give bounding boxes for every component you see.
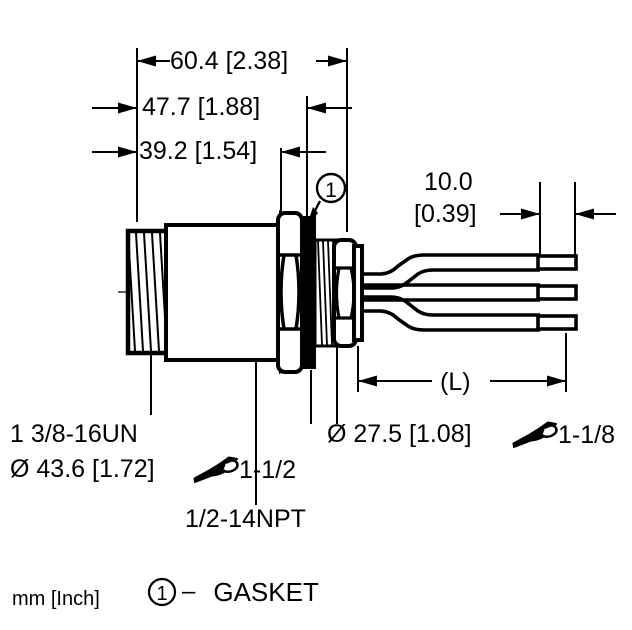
arrowhead-right-39 [281,146,300,158]
dimension-label-overall-length: 60.4 [2.38] [170,47,289,75]
thread-line [317,240,323,346]
thread-line [143,232,152,352]
callout-nut-wrench-size: 1-1/8 [512,419,615,451]
wrench-icon [512,421,558,448]
balloon-gasket-callout[interactable]: 1 [304,172,347,229]
stripped-conductor-tips [536,254,578,331]
legend-gasket-label: GASKET [213,576,319,607]
callout-mounting-thread: 1/2-14NPT [185,505,306,533]
thread-line [151,232,160,352]
arrowhead-right-strip [575,208,594,220]
wire-bot-upper-edge [361,295,540,317]
connector-barrel [164,223,284,362]
dimension-label-front-to-gasket: 47.7 [1.88] [142,93,261,121]
leader-arrowhead-gasket [306,207,318,228]
arrowhead-left-39 [118,146,137,158]
dimension-overall-length [136,48,348,232]
note-leader-lines [150,347,338,505]
balloon-icon: 1 [147,577,177,607]
arrowhead-right-47 [307,102,326,114]
thread-line [322,240,328,346]
callout-nut-wrench-label: 1-1/8 [558,420,615,449]
dimension-lead-length [357,333,567,392]
callout-hex-wrench-size: 1-1/2 [193,454,296,486]
gasket [301,216,316,369]
thread-line [127,232,136,352]
wire-top-lower-edge [361,268,540,290]
dimension-label-front-to-hex-face: 39.2 [1.54] [139,137,258,165]
wire-bot-lower-edge [361,309,540,332]
hex-chamfer-right [294,254,301,330]
dimension-strip-length [500,182,616,262]
conductor-tip-top [536,254,578,271]
hex-nut-small-flange [352,244,364,342]
arrowhead-left-L [358,375,377,387]
hex-chamfer-left [279,254,286,330]
dimension-front-to-hex-face [92,146,326,222]
dimension-label-lead-length: (L) [440,368,471,396]
conductor-tip-bottom [536,314,578,331]
arrowhead-left-strip [521,208,540,220]
callout-nut-diameter: Ø 27.5 [1.08] [327,420,472,448]
dimension-front-to-gasket [92,96,352,222]
arrowhead-right-60 [328,55,347,67]
thread-line [327,240,333,346]
callout-coupling-diameter: Ø 43.6 [1.72] [10,455,155,483]
units-legend: mm [Inch] [12,588,100,610]
thread-line [135,232,144,352]
arrowhead-left-47 [118,102,137,114]
callout-coupling-thread: 1 3/8-16UN [10,420,138,448]
legend-gasket-entry: 1 – GASKET [146,576,319,608]
dimension-label-strip-length-inch: [0.39] [414,200,477,228]
dimension-label-strip-length-mm: 10.0 [424,168,473,196]
wire-top-upper-edge [361,253,540,276]
hex-nut-small [332,238,364,348]
connector-assembly [118,209,578,375]
legend-separator: – [182,578,196,605]
wrench-icon [193,456,239,483]
balloon-number: 1 [325,179,337,202]
flying-leads [361,253,540,332]
hex-nut-large [276,209,304,375]
balloon-circle [315,172,347,204]
conductor-tip-middle [536,284,578,301]
arrowhead-left-60 [137,55,156,67]
coupling-thread-ring [125,228,171,356]
hex-chamfer-left [334,267,341,319]
arrowhead-right-L [547,375,566,387]
callout-hex-wrench-label: 1-1/2 [239,455,296,484]
svg-text:1: 1 [156,583,167,605]
